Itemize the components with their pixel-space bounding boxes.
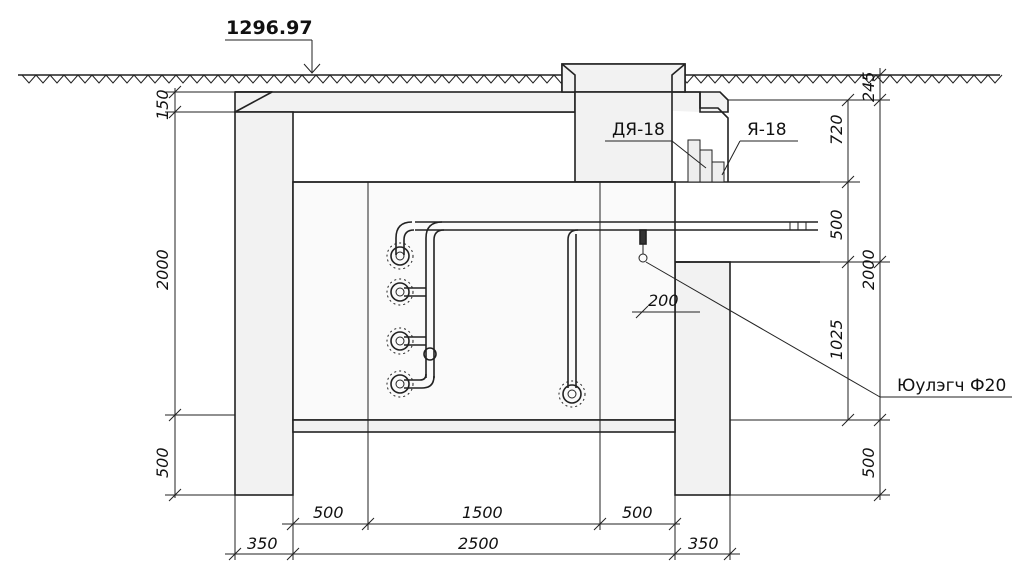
svg-text:Юулэгч Ф20: Юулэгч Ф20 xyxy=(897,376,1006,396)
svg-text:500: 500 xyxy=(313,503,344,522)
chamber-interior xyxy=(292,181,820,433)
main-pipe xyxy=(415,221,818,231)
svg-text:500: 500 xyxy=(827,209,846,240)
svg-text:500: 500 xyxy=(859,447,878,478)
ground-surface xyxy=(18,74,1003,84)
right-dimension-chain: 245 720 500 2000 1025 500 xyxy=(728,68,890,502)
svg-text:1025: 1025 xyxy=(827,319,846,360)
svg-text:2500: 2500 xyxy=(458,534,499,553)
valve-label-a: ДЯ-18 xyxy=(605,120,707,169)
dim-200: 200 xyxy=(632,291,700,319)
svg-text:ДЯ-18: ДЯ-18 xyxy=(612,120,665,140)
svg-text:2000: 2000 xyxy=(153,249,172,290)
svg-text:720: 720 xyxy=(827,114,846,145)
svg-text:500: 500 xyxy=(153,447,172,478)
bottom-dimension-chain: 500 1500 500 350 2500 350 xyxy=(225,420,740,561)
right-wall xyxy=(674,261,731,496)
svg-text:1500: 1500 xyxy=(462,503,503,522)
valve-boxes xyxy=(687,139,725,183)
svg-text:200: 200 xyxy=(648,291,679,310)
valve-label-b: Я-18 xyxy=(721,120,798,176)
svg-text:350: 350 xyxy=(247,534,278,553)
svg-text:2000: 2000 xyxy=(859,249,878,290)
riser-pipes xyxy=(395,221,648,389)
pipe-ends xyxy=(386,242,586,408)
roof-slab xyxy=(234,63,729,183)
left-dimension-chain: 150 2000 500 xyxy=(153,85,235,502)
svg-text:150: 150 xyxy=(153,89,172,120)
svg-text:350: 350 xyxy=(688,534,719,553)
left-wall xyxy=(234,111,294,496)
svg-text:500: 500 xyxy=(622,503,653,522)
nozzle-label: Юулэгч Ф20 xyxy=(645,261,1012,398)
svg-text:245: 245 xyxy=(859,71,878,102)
svg-text:Я-18: Я-18 xyxy=(747,120,787,140)
elevation-value: 1296.97 xyxy=(226,17,313,39)
elevation-marker: 1296.97 xyxy=(225,17,321,74)
